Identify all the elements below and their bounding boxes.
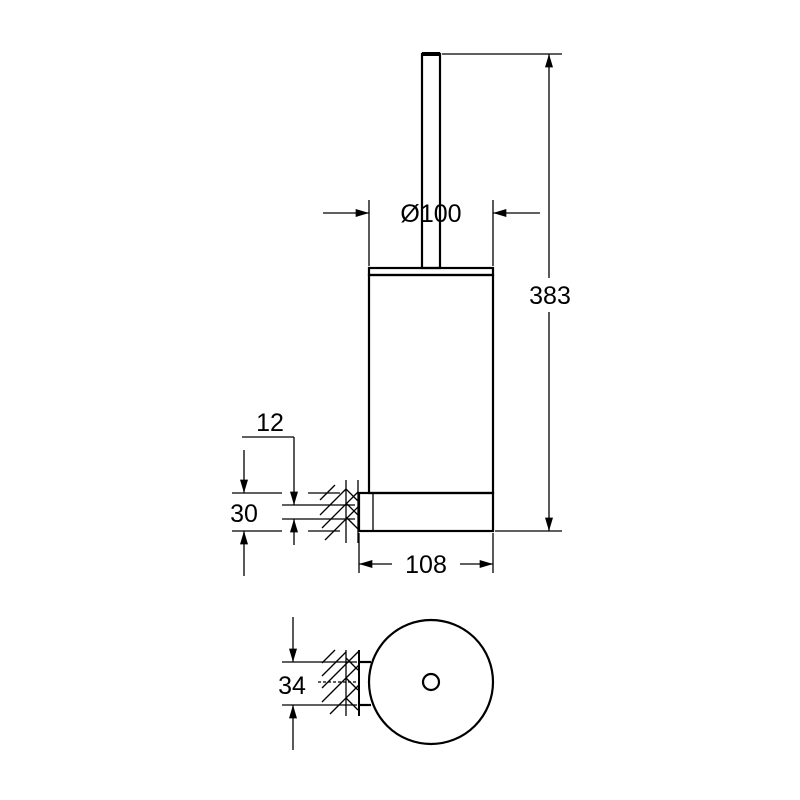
handle-hole <box>421 672 441 692</box>
wall-hatch-top <box>318 649 360 716</box>
bracket-width-dimension: 34 <box>278 617 357 750</box>
base-width-label: 108 <box>405 551 447 579</box>
base-width-dimension: 108 <box>358 533 494 579</box>
side-view <box>319 52 495 543</box>
wall-hatch <box>319 480 359 543</box>
top-view <box>318 618 495 746</box>
wall-offset-dimension: 12 <box>242 409 355 545</box>
base-height-label: 30 <box>230 500 258 528</box>
diameter-label: Ø100 <box>400 200 461 228</box>
container-body <box>367 273 495 495</box>
container-outline <box>367 618 495 746</box>
height-dimension: 383 <box>442 53 571 532</box>
base-height-dimension: 30 <box>230 450 340 576</box>
height-label: 383 <box>529 282 571 310</box>
wall-offset-label: 12 <box>256 409 284 437</box>
handle-cap <box>422 52 440 56</box>
diameter-dimension: Ø100 <box>323 200 540 266</box>
base <box>357 491 495 533</box>
bracket-width-label: 34 <box>278 672 306 700</box>
brush-handle <box>420 52 442 270</box>
